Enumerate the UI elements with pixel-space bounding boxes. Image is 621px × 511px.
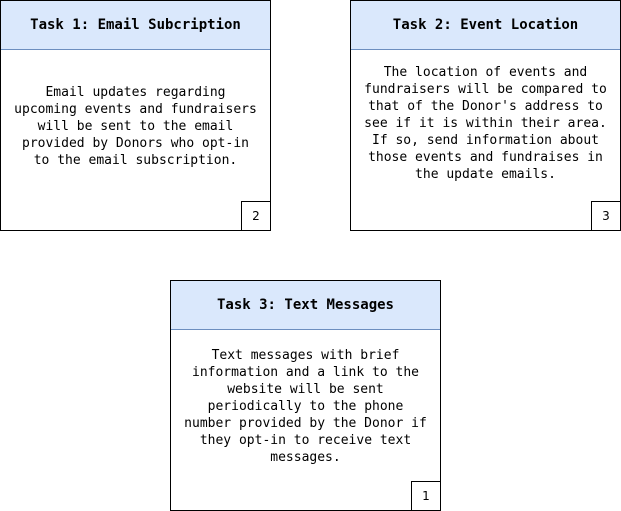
task-number-badge: 2 xyxy=(241,201,271,231)
description-line: the update emails. xyxy=(415,166,556,182)
task-card-title: Task 2: Event Location xyxy=(351,1,620,50)
description-line: they opt-in to receive text xyxy=(199,432,412,448)
description-line: that of the Donor's address to xyxy=(368,98,603,114)
task-card-title: Task 3: Text Messages xyxy=(171,281,440,330)
description-line: those events and fundraises in xyxy=(368,149,603,165)
description-line: website will be sent xyxy=(227,381,384,397)
description-line: provided by Donors who opt-in xyxy=(22,135,249,151)
description-line: number provided by the Donor if xyxy=(184,415,427,431)
description-line: will be sent to the email xyxy=(37,118,234,134)
task-card-title: Task 1: Email Subcription xyxy=(1,1,270,50)
description-line: Text messages with brief xyxy=(211,347,400,363)
description-line: see if it is within their area. xyxy=(364,115,607,131)
task-number-badge: 1 xyxy=(411,481,441,511)
description-line: Email updates regarding xyxy=(45,84,226,100)
task-card-description: Email updates regarding upcoming events … xyxy=(1,50,270,202)
task-number-badge: 3 xyxy=(591,201,621,231)
description-line: periodically to the phone xyxy=(207,398,404,414)
description-line: fundraisers will be compared to xyxy=(364,81,607,97)
description-line: upcoming events and fundraisers xyxy=(14,101,257,117)
task-card-event-location: Task 2: Event Location The location of e… xyxy=(350,0,621,231)
description-line: If so, send information about xyxy=(372,132,599,148)
description-line: messages. xyxy=(270,449,341,465)
description-line: The location of events and xyxy=(383,64,588,80)
task-card-description: The location of events and fundraisers w… xyxy=(351,50,620,196)
task-card-description: Text messages with brief information and… xyxy=(171,330,440,482)
description-line: to the email subscription. xyxy=(33,152,238,168)
description-line: information and a link to the xyxy=(192,364,419,380)
task-card-text-messages: Task 3: Text Messages Text messages with… xyxy=(170,280,441,511)
task-card-email-subscription: Task 1: Email Subcription Email updates … xyxy=(0,0,271,231)
